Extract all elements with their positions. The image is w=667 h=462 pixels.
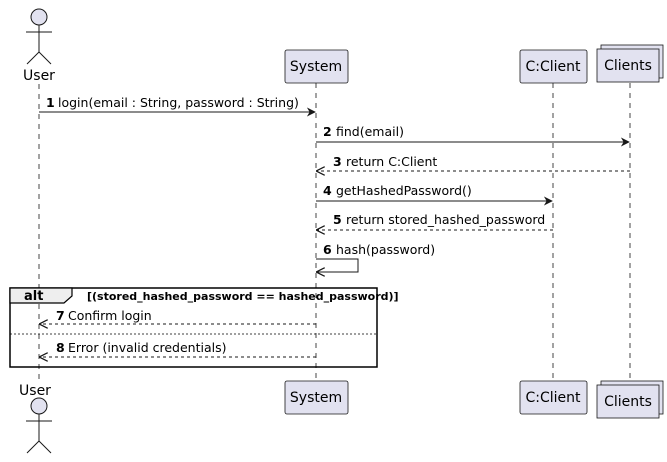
actor-user-top [26,8,52,65]
message-label: Confirm login [68,308,152,323]
message-label: find(email) [336,124,404,139]
message-number: 7 [56,308,65,323]
message-number: 1 [46,95,55,110]
message-7: 7 Confirm login [40,308,316,324]
participant-label-clients-top: Clients [604,58,652,74]
participant-label-system-top: System [290,59,342,75]
message-5: 5 return stored_hashed_password [317,212,553,230]
message-3: 3 return C:Client [317,154,630,171]
participant-label-client-bottom: C:Client [525,390,581,406]
participant-label-system-bottom: System [290,390,342,406]
message-label: login(email : String, password : String) [58,95,299,110]
participant-label-client-top: C:Client [525,59,581,75]
actor-user-bottom [26,397,52,454]
message-label: return C:Client [346,154,437,169]
alt-keyword: alt [24,289,43,304]
message-number: 2 [323,124,332,139]
message-4: 4 getHashedPassword() [316,183,553,206]
message-label: return stored_hashed_password [346,212,545,227]
message-number: 6 [323,242,332,257]
participant-label-clients-bottom: Clients [604,394,652,410]
participant-client-top: C:Client [519,49,588,84]
message-number: 8 [56,340,65,355]
participant-label-user-top: User [23,68,55,84]
message-label: hash(password) [336,242,435,257]
lifelines [38,83,631,381]
alt-fragment: alt [(stored_hashed_password == hashed_p… [9,287,399,368]
message-2: 2 find(email) [316,124,630,147]
message-number: 4 [323,183,332,198]
message-6: 6 hash(password) [316,242,435,272]
alt-guard: [(stored_hashed_password == hashed_passw… [87,290,399,303]
message-number: 3 [333,154,342,169]
message-number: 5 [333,212,342,227]
message-8: 8 Error (invalid credentials) [40,340,316,357]
actor-head [30,397,48,415]
participant-clients-top: Clients [596,44,664,83]
participant-label-user-bottom: User [19,383,51,399]
participant-system-bottom: System [284,380,349,415]
actor-head [30,8,48,26]
message-label: getHashedPassword() [336,183,472,198]
message-1: 1 login(email : String, password : Strin… [39,95,316,117]
message-label: Error (invalid credentials) [68,340,227,355]
participant-clients-bottom: Clients [596,380,664,419]
participant-client-bottom: C:Client [519,380,588,415]
participant-system-top: System [284,49,349,84]
